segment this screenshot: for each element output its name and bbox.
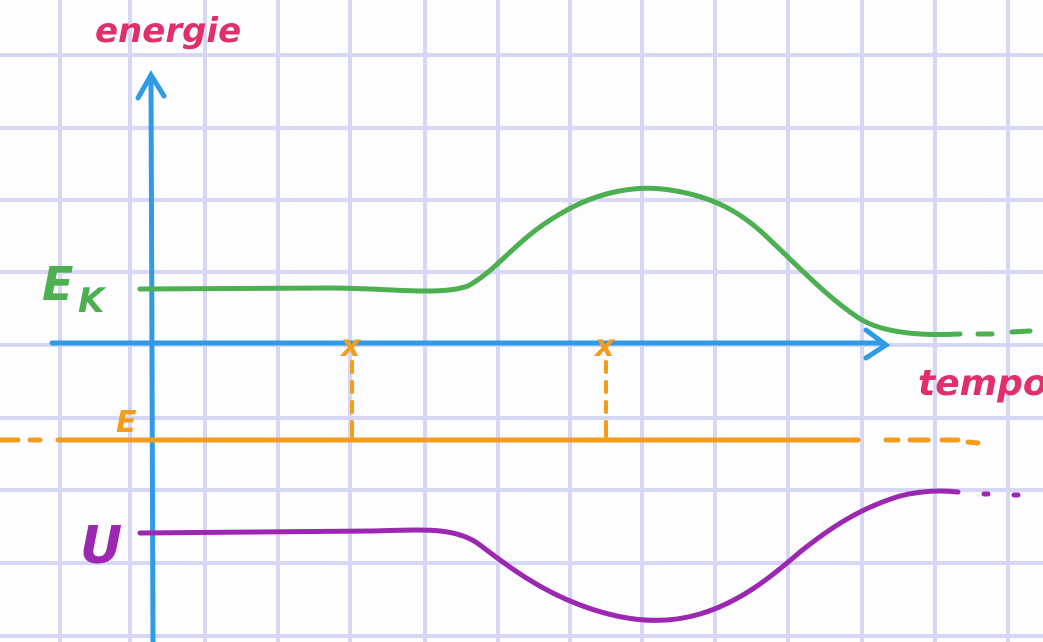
turning-point-marker-2: x	[593, 329, 616, 364]
potential-energy-curve	[137, 488, 1021, 623]
y-axis	[135, 70, 167, 642]
kinetic-energy-curve	[137, 185, 1033, 338]
turning-points	[350, 360, 608, 438]
total-energy-label: E	[116, 405, 137, 440]
total-energy-line	[0, 437, 981, 446]
turning-point-marker-1: x	[339, 329, 362, 364]
potential-energy-label: U	[80, 516, 122, 576]
x-axis	[49, 327, 891, 361]
kinetic-energy-label: E	[42, 257, 73, 311]
kinetic-energy-subscript: K	[78, 281, 107, 321]
x-axis-label: tempo	[918, 363, 1043, 404]
y-axis-label: energie	[95, 11, 241, 51]
